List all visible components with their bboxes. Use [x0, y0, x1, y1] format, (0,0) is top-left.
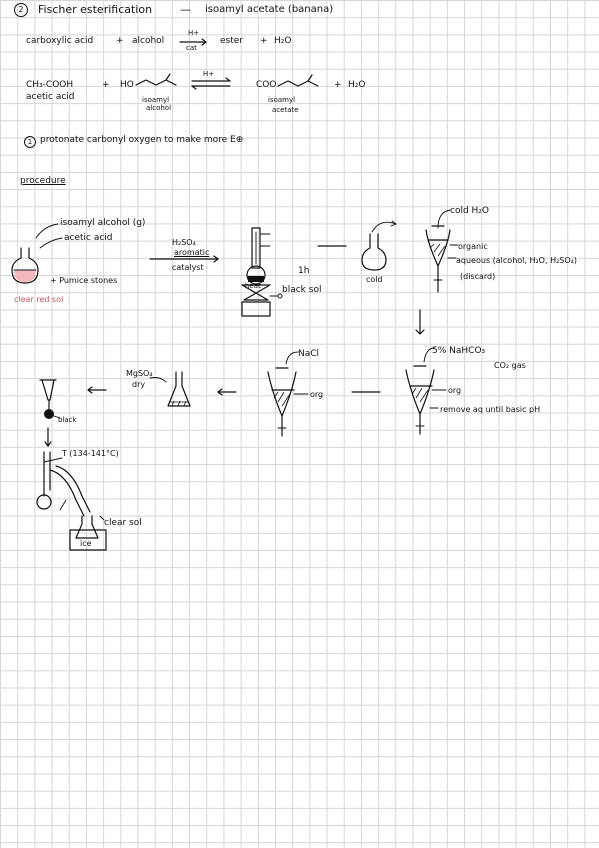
aqueous-label: aqueous (alcohol, H₂O, H₂SO₄)	[456, 256, 577, 265]
separatory-funnel-icon	[405, 347, 447, 435]
black-label: black	[58, 416, 77, 424]
separatory-funnel-icon	[267, 351, 309, 437]
note-number: 1	[24, 136, 36, 148]
plus-sign: +	[116, 36, 124, 46]
plus-sign: +	[334, 80, 342, 90]
procedure-heading: procedure	[20, 176, 66, 186]
mgso4-label: MgSO₄	[126, 369, 153, 378]
equilibrium-arrows	[191, 77, 231, 90]
product-water: H₂O	[274, 36, 292, 46]
reactant-carboxylic-acid: carboxylic acid	[26, 36, 94, 46]
cooling-flask-icon	[361, 220, 397, 271]
pointer-arrow	[39, 237, 63, 249]
aromatic-label: aromatic	[174, 248, 210, 257]
plus-sign: +	[102, 80, 110, 90]
separatory-funnel-icon	[425, 209, 459, 293]
general-reaction-arrow	[179, 38, 207, 46]
product-title: isoamyl acetate (banana)	[205, 4, 334, 15]
filter-funnel-icon	[39, 379, 61, 419]
ester-name-line-2: acetate	[272, 106, 299, 114]
reflux-apparatus-icon	[241, 227, 283, 317]
co2-gas-label: CO₂ gas	[494, 361, 526, 370]
plus-sign: +	[260, 36, 268, 46]
acid-formula: CH₃-COOH	[26, 80, 74, 90]
ester-formula: COO	[256, 80, 277, 90]
cold-label: cold	[366, 275, 383, 284]
distillation-apparatus-icon	[36, 451, 107, 551]
pointer-arrow	[35, 223, 59, 239]
catalyst-cat: cat	[186, 44, 197, 52]
alcohol-formula: HO	[120, 80, 134, 90]
org-label: org	[448, 386, 462, 395]
step-number: 2	[14, 3, 28, 17]
product-ester: ester	[220, 36, 243, 46]
page-title: Fischer esterification	[38, 3, 153, 16]
isoamyl-alcohol-label: isoamyl alcohol (g)	[60, 218, 146, 228]
clear-red-sol-label: clear red sol	[14, 295, 64, 304]
ice-label: ice	[80, 539, 92, 548]
discard-label: (discard)	[460, 272, 496, 281]
distillation-temp-label: T (134-141°C)	[62, 449, 119, 458]
catalyst-h-plus: H+	[188, 29, 200, 37]
reflux-time-label: 1h	[298, 266, 310, 276]
procedure-arrow	[149, 255, 219, 263]
catalyst-h-plus: H+	[203, 70, 215, 78]
acid-name: acetic acid	[26, 92, 75, 102]
ester-name-line-1: isoamyl	[268, 96, 296, 104]
organic-label: organic	[458, 242, 488, 251]
clear-sol-label: clear sol	[104, 518, 142, 528]
procedure-arrow	[87, 386, 107, 394]
cold-water-label: cold H₂O	[450, 206, 489, 216]
reactant-alcohol: alcohol	[132, 36, 165, 46]
acetic-acid-label: acetic acid	[64, 233, 113, 243]
procedure-arrow	[415, 309, 425, 335]
procedure-arrow	[217, 388, 237, 396]
org-label: org	[310, 390, 324, 399]
round-bottom-flask-icon	[11, 247, 39, 284]
nacl-label: NaCl	[298, 349, 320, 359]
procedure-arrow	[44, 427, 52, 447]
catalyst-label: catalyst	[172, 263, 204, 272]
mechanism-note-text: protonate carbonyl oxygen to make more E…	[40, 135, 244, 145]
h2so4-label: H₂SO₄	[172, 238, 196, 247]
black-sol-label: black sol	[282, 285, 322, 295]
alcohol-name-line-1: isoamyl	[142, 96, 170, 104]
title-dash: —	[180, 3, 191, 16]
dry-label: dry	[132, 380, 146, 389]
heat-label: heat	[245, 282, 261, 290]
remove-aq-label: remove aq until basic pH	[440, 405, 541, 414]
erlenmeyer-flask-icon	[149, 371, 191, 407]
nahco3-label: 5% NaHCO₃	[432, 346, 486, 356]
water-formula: H₂O	[348, 80, 366, 90]
ester-chain	[277, 74, 319, 87]
alcohol-name-line-2: alcohol	[146, 104, 172, 112]
pumice-label: + Pumice stones	[50, 276, 118, 285]
isoamyl-chain	[135, 73, 177, 86]
